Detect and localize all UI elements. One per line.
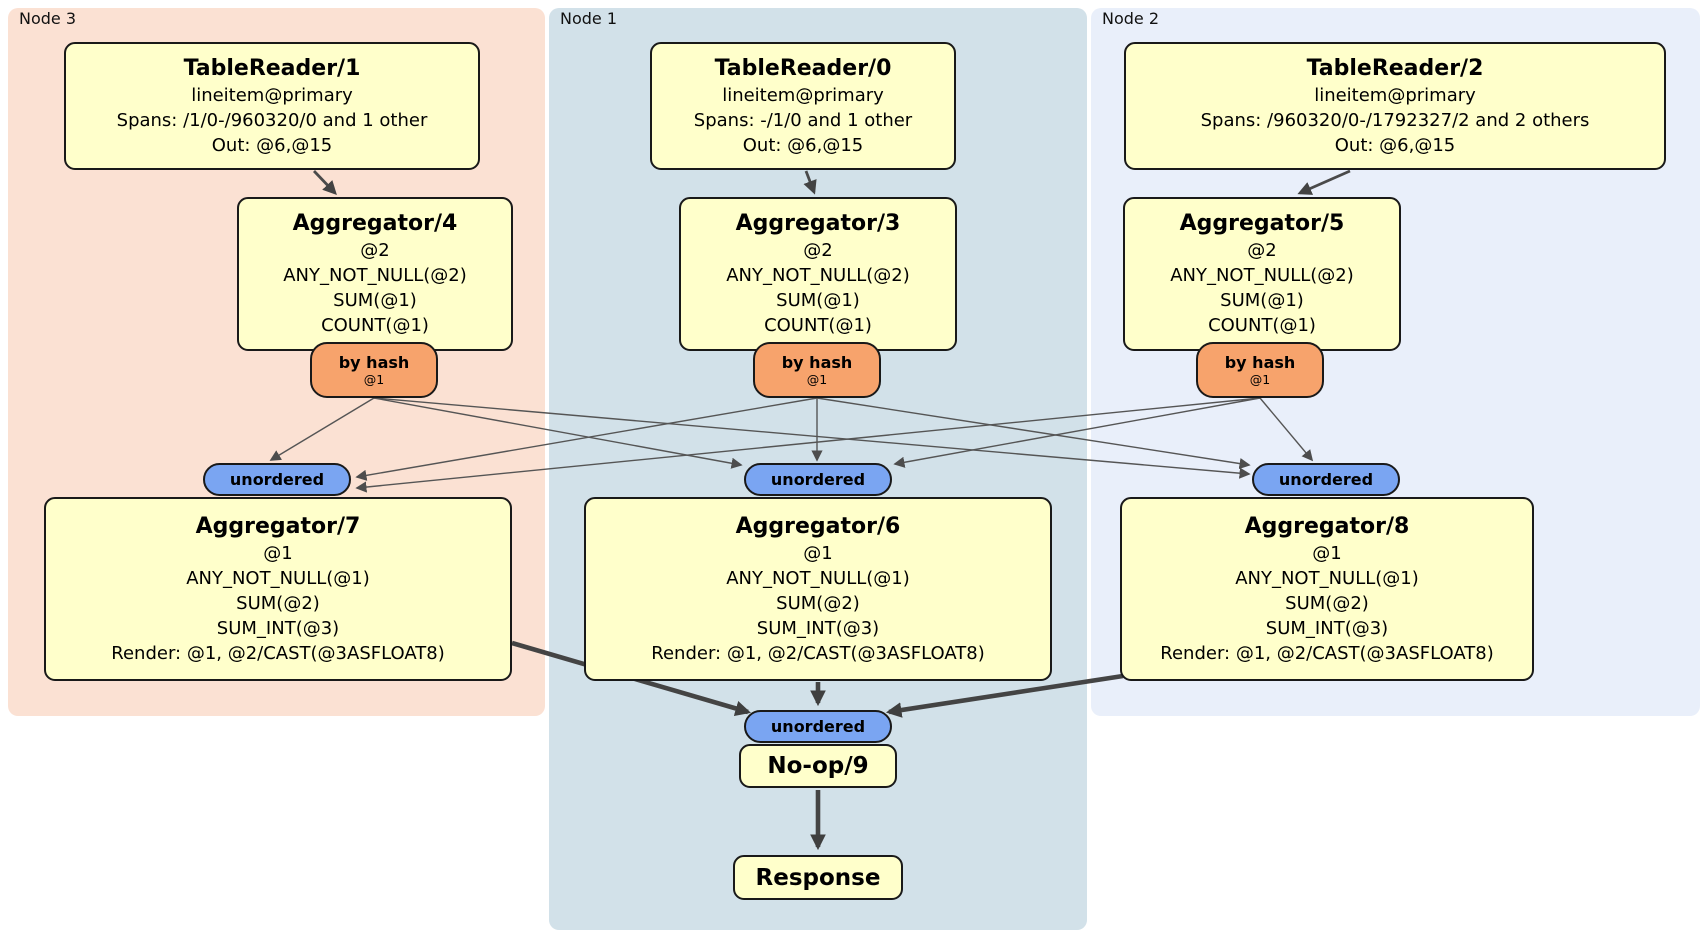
router-detail: @1 (806, 372, 828, 387)
processor-title: Aggregator/6 (735, 513, 901, 539)
router-by-hash-5: by hash @1 (1196, 342, 1324, 398)
edge-hash4-un8 (373, 397, 1251, 479)
edge-agg8-un9 (885, 673, 1124, 718)
processor-title: TableReader/1 (183, 55, 361, 81)
processor-detail: ANY_NOT_NULL(@2) (1170, 265, 1354, 286)
processor-detail: SUM_INT(@3) (1265, 617, 1389, 639)
processor-detail: Out: @6,@15 (742, 134, 864, 156)
edges-hash-to-unordered (269, 397, 1314, 493)
processor-detail: @1 (1312, 542, 1342, 564)
edge-tr2-agg5 (1297, 169, 1351, 195)
stream-label: unordered (770, 469, 866, 489)
processor-detail: SUM(@1) (333, 290, 417, 311)
edge-hash3-un8 (816, 397, 1251, 470)
processor-detail: ANY_NOT_NULL(@2) (726, 265, 910, 286)
processor-title: Aggregator/8 (1244, 513, 1410, 539)
stream-label: unordered (770, 716, 866, 736)
processor-title: Aggregator/3 (735, 211, 901, 236)
processor-aggregator-8: Aggregator/8 @1 ANY_NOT_NULL(@1) SUM(@2)… (1120, 497, 1534, 681)
processor-detail: SUM_INT(@3) (756, 617, 880, 639)
processor-detail: @1 (263, 542, 293, 564)
edge-tr1-agg4 (312, 170, 337, 196)
router-by-hash-4: by hash @1 (310, 342, 438, 398)
edge-hash5-un7 (355, 397, 1261, 493)
processor-detail: Spans: /1/0-/960320/0 and 1 other (116, 109, 428, 131)
processor-detail: ANY_NOT_NULL(@2) (283, 265, 467, 286)
processor-detail: COUNT(@1) (1208, 315, 1316, 336)
processor-detail: Render: @1, @2/CAST(@3ASFLOAT8) (651, 642, 985, 664)
processor-detail: SUM(@2) (776, 592, 860, 614)
processor-detail: ANY_NOT_NULL(@1) (726, 567, 910, 589)
router-label: by hash (781, 353, 853, 372)
processor-aggregator-7: Aggregator/7 @1 ANY_NOT_NULL(@1) SUM(@2)… (44, 497, 512, 681)
processor-title: TableReader/2 (1306, 55, 1484, 81)
processor-detail: COUNT(@1) (764, 315, 872, 336)
processor-title: No-op/9 (767, 753, 869, 779)
processor-aggregator-3: Aggregator/3 @2 ANY_NOT_NULL(@2) SUM(@1)… (679, 197, 957, 351)
processor-detail: lineitem@primary (722, 84, 884, 106)
region-label-node-2: Node 2 (1102, 9, 1160, 28)
processor-detail: @2 (803, 240, 833, 261)
edge-hash5-un8 (1259, 397, 1314, 462)
edge-hash5-un6 (893, 397, 1261, 468)
processor-detail: Render: @1, @2/CAST(@3ASFLOAT8) (1160, 642, 1494, 664)
edge-hash4-un7 (269, 397, 375, 461)
processor-detail: SUM_INT(@3) (216, 617, 340, 639)
processor-aggregator-5: Aggregator/5 @2 ANY_NOT_NULL(@2) SUM(@1)… (1123, 197, 1401, 351)
processor-detail: SUM(@1) (776, 290, 860, 311)
router-by-hash-3: by hash @1 (753, 342, 881, 398)
processor-detail: ANY_NOT_NULL(@1) (1235, 567, 1419, 589)
processor-detail: ANY_NOT_NULL(@1) (186, 567, 370, 589)
response-node: Response (733, 855, 903, 900)
processor-title: Aggregator/5 (1179, 211, 1345, 236)
router-label: by hash (1224, 353, 1296, 372)
processor-detail: @2 (360, 240, 390, 261)
processor-title: Response (755, 864, 881, 891)
processor-detail: Out: @6,@15 (211, 134, 333, 156)
stream-unordered-final: unordered (744, 710, 892, 743)
processor-title: Aggregator/7 (195, 513, 361, 539)
processor-title: Aggregator/4 (292, 211, 458, 236)
processor-detail: COUNT(@1) (321, 315, 429, 336)
processor-noop-9: No-op/9 (739, 744, 897, 788)
processor-detail: Render: @1, @2/CAST(@3ASFLOAT8) (111, 642, 445, 664)
processor-detail: Out: @6,@15 (1334, 134, 1456, 156)
processor-detail: @1 (803, 542, 833, 564)
edge-hash4-un6 (373, 397, 743, 469)
processor-detail: Spans: /960320/0-/1792327/2 and 2 others (1200, 109, 1590, 131)
stream-unordered-middle: unordered (744, 463, 892, 496)
region-label-node-3: Node 3 (19, 9, 77, 28)
stream-unordered-right: unordered (1252, 463, 1400, 496)
stream-unordered-left: unordered (203, 463, 351, 496)
region-label-node-1: Node 1 (560, 9, 618, 28)
processor-detail: SUM(@2) (236, 592, 320, 614)
processor-detail: SUM(@2) (1285, 592, 1369, 614)
processor-detail: Spans: -/1/0 and 1 other (693, 109, 913, 131)
processor-detail: @2 (1247, 240, 1277, 261)
processor-aggregator-6: Aggregator/6 @1 ANY_NOT_NULL(@1) SUM(@2)… (584, 497, 1052, 681)
edges-tablereader-to-aggregator (312, 169, 1351, 196)
processor-tablereader-2: TableReader/2 lineitem@primary Spans: /9… (1124, 42, 1666, 170)
router-detail: @1 (1249, 372, 1271, 387)
router-label: by hash (338, 353, 410, 372)
stream-label: unordered (1278, 469, 1374, 489)
processor-aggregator-4: Aggregator/4 @2 ANY_NOT_NULL(@2) SUM(@1)… (237, 197, 513, 351)
processor-detail: lineitem@primary (191, 84, 353, 106)
processor-detail: SUM(@1) (1220, 290, 1304, 311)
processor-detail: lineitem@primary (1314, 84, 1476, 106)
stream-label: unordered (229, 469, 325, 489)
processor-tablereader-0: TableReader/0 lineitem@primary Spans: -/… (650, 42, 956, 170)
router-detail: @1 (363, 372, 385, 387)
processor-tablereader-1: TableReader/1 lineitem@primary Spans: /1… (64, 42, 480, 170)
processor-title: TableReader/0 (714, 55, 892, 81)
edge-tr0-agg3 (803, 170, 817, 195)
edge-hash3-un7 (355, 397, 818, 481)
